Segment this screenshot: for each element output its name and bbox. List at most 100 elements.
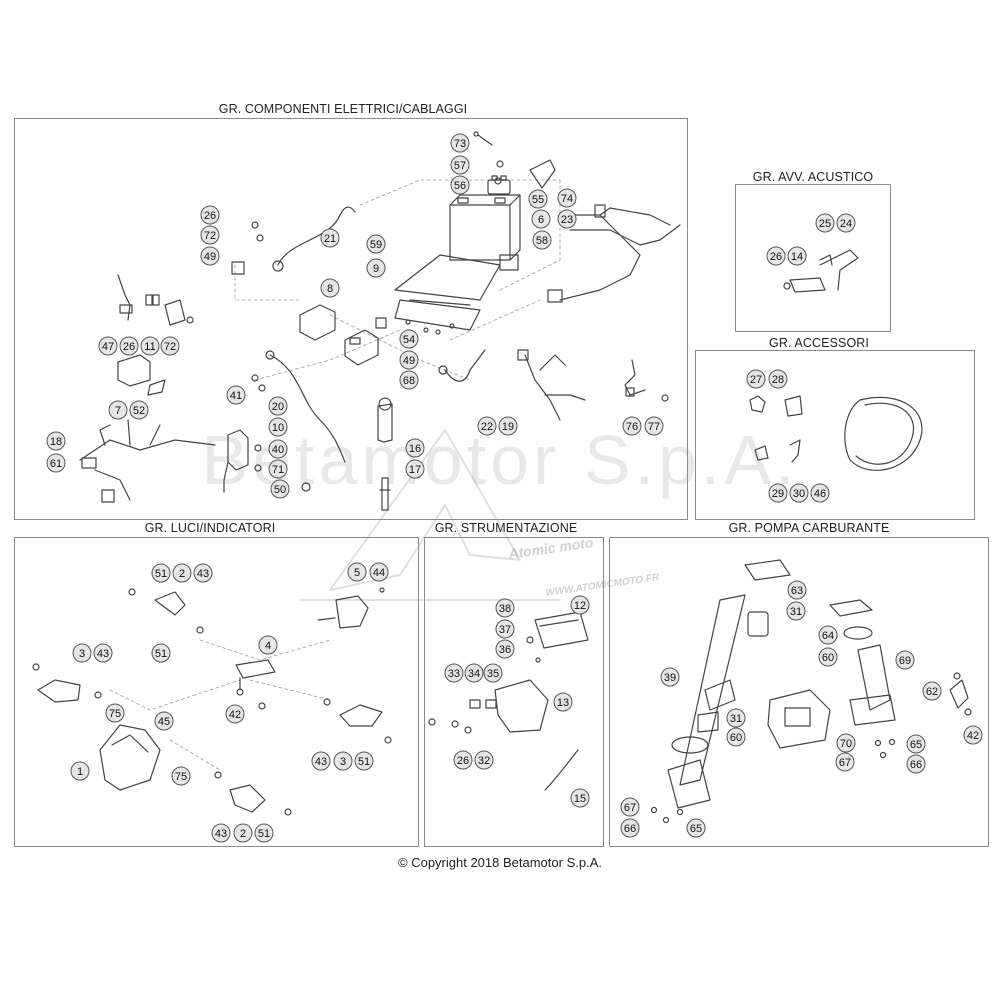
callout-bubble [528, 189, 548, 209]
callout-number: 55 [532, 194, 544, 206]
callout-number: 51 [155, 568, 167, 580]
callout-lights-3: 3 [72, 643, 92, 663]
callout-electrical-49: 49 [200, 246, 220, 266]
callout-number: 15 [574, 793, 586, 805]
callout-bubble [320, 278, 340, 298]
callout-bubble [483, 663, 503, 683]
callout-instruments-13: 13 [553, 692, 573, 712]
callout-number: 42 [967, 730, 979, 742]
callout-fuel_pump-66: 66 [906, 754, 926, 774]
callout-electrical-26: 26 [119, 336, 139, 356]
callout-number: 37 [499, 624, 511, 636]
callout-number: 41 [230, 390, 242, 402]
callout-fuel_pump-67: 67 [835, 752, 855, 772]
callout-bubble [366, 258, 386, 278]
callout-number: 42 [229, 709, 241, 721]
callout-bubble [474, 750, 494, 770]
panel-lights [14, 537, 419, 847]
callout-bubble [495, 619, 515, 639]
callout-lights-51: 51 [354, 751, 374, 771]
callout-bubble [366, 234, 386, 254]
callout-bubble [200, 246, 220, 266]
callout-number: 2 [179, 568, 185, 580]
callout-bubble [768, 483, 788, 503]
callout-number: 5 [354, 567, 360, 579]
callout-fuel_pump-31: 31 [786, 601, 806, 621]
callout-bubble [532, 230, 552, 250]
callout-fuel_pump-60: 60 [726, 727, 746, 747]
callout-number: 43 [215, 828, 227, 840]
callout-number: 47 [102, 341, 114, 353]
callout-number: 64 [822, 630, 834, 642]
callout-horn-24: 24 [836, 213, 856, 233]
callout-number: 59 [370, 239, 382, 251]
callout-number: 70 [840, 738, 852, 750]
callout-instruments-15: 15 [570, 788, 590, 808]
callout-number: 9 [373, 263, 379, 275]
callout-bubble [119, 336, 139, 356]
callout-number: 26 [457, 755, 469, 767]
callout-bubble [836, 213, 856, 233]
callout-number: 51 [258, 828, 270, 840]
callout-bubble [789, 483, 809, 503]
callout-bubble [531, 209, 551, 229]
callout-number: 7 [115, 405, 121, 417]
callout-bubble [835, 752, 855, 772]
callout-number: 27 [750, 374, 762, 386]
callout-bubble [347, 562, 367, 582]
callout-bubble [686, 818, 706, 838]
callout-lights-45: 45 [154, 711, 174, 731]
callout-bubble [333, 751, 353, 771]
callout-bubble [108, 400, 128, 420]
callout-electrical-50: 50 [270, 479, 290, 499]
callout-number: 36 [499, 644, 511, 656]
callout-bubble [233, 823, 253, 843]
callout-number: 66 [624, 823, 636, 835]
callout-number: 3 [340, 756, 346, 768]
callout-bubble [620, 797, 640, 817]
callout-number: 26 [204, 210, 216, 222]
callout-bubble [151, 643, 171, 663]
callout-bubble [93, 643, 113, 663]
callout-bubble [268, 439, 288, 459]
callout-number: 17 [409, 464, 421, 476]
callout-bubble [200, 225, 220, 245]
callout-bubble [726, 708, 746, 728]
callout-bubble [172, 563, 192, 583]
callout-bubble [963, 725, 983, 745]
callout-fuel_pump-62: 62 [922, 681, 942, 701]
callout-bubble [405, 459, 425, 479]
callout-electrical-58: 58 [532, 230, 552, 250]
callout-bubble [818, 647, 838, 667]
callout-number: 23 [561, 214, 573, 226]
callout-bubble [557, 188, 577, 208]
callout-number: 33 [448, 668, 460, 680]
copyright-notice: © Copyright 2018 Betamotor S.p.A. [398, 855, 602, 870]
callout-instruments-32: 32 [474, 750, 494, 770]
callout-bubble [70, 761, 90, 781]
callout-number: 67 [624, 802, 636, 814]
callout-bubble [815, 213, 835, 233]
callout-bubble [453, 750, 473, 770]
group-title-horn: GR. AVV. ACUSTICO [752, 170, 874, 184]
callout-number: 62 [926, 686, 938, 698]
callout-number: 31 [730, 713, 742, 725]
callout-lights-1: 1 [70, 761, 90, 781]
callout-number: 52 [133, 405, 145, 417]
callout-number: 29 [772, 488, 784, 500]
callout-bubble [225, 704, 245, 724]
callout-instruments-38: 38 [495, 598, 515, 618]
callout-bubble [399, 350, 419, 370]
callout-number: 26 [770, 251, 782, 263]
callout-bubble [258, 635, 278, 655]
callout-lights-5: 5 [347, 562, 367, 582]
callout-fuel_pump-31: 31 [726, 708, 746, 728]
callout-electrical-72: 72 [200, 225, 220, 245]
callout-lights-51: 51 [254, 823, 274, 843]
callout-bubble [570, 788, 590, 808]
callout-bubble [906, 734, 926, 754]
callout-fuel_pump-69: 69 [895, 650, 915, 670]
callout-number: 28 [772, 374, 784, 386]
callout-bubble [268, 396, 288, 416]
